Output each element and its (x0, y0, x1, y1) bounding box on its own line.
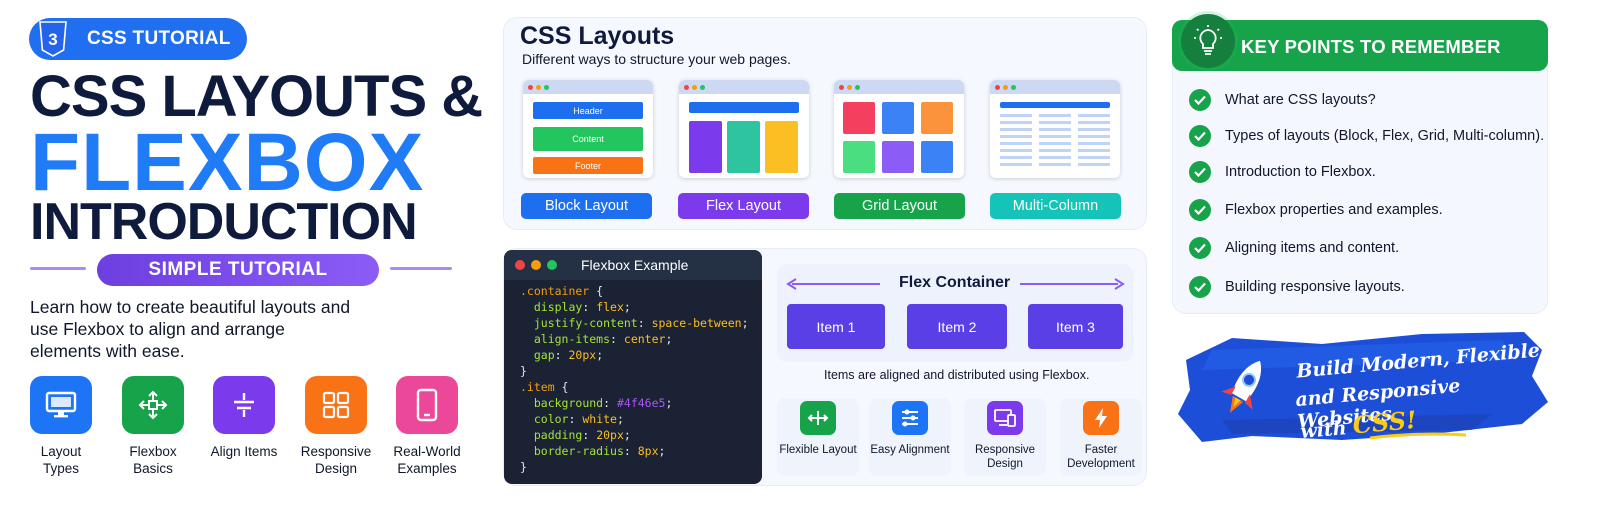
left-arrow (792, 283, 880, 285)
tile-label: Flexible Layout (779, 444, 857, 456)
feature-align-items[interactable]: Align Items (204, 376, 284, 460)
flex-item-3: Item 3 (1028, 304, 1123, 349)
feature-flexbox-basics[interactable]: Flexbox Basics (113, 376, 193, 477)
key-point-item: Types of layouts (Block, Flex, Grid, Mul… (1189, 125, 1544, 147)
badge-label: CSS TUTORIAL (87, 28, 231, 49)
tile-label: Faster Development (1067, 444, 1135, 470)
divider-left (30, 267, 86, 270)
brush-stroke-background (1178, 332, 1548, 442)
block-footer: Footer (533, 157, 643, 174)
key-point-item: Flexbox properties and examples. (1189, 199, 1443, 221)
key-point-text: Introduction to Flexbox. (1225, 164, 1376, 180)
tile-label: Responsive Design (974, 444, 1036, 470)
arrow-right-icon (1114, 278, 1125, 290)
lightning-icon (1083, 401, 1119, 435)
banner-line3-prefix: with (1299, 417, 1348, 444)
feature-real-world-examples[interactable]: Real-World Examples (387, 376, 467, 477)
flex-item-2: Item 2 (907, 304, 1007, 349)
feature-responsive-design[interactable]: Responsive Design (296, 376, 376, 477)
check-icon (1189, 237, 1211, 259)
align-lines-icon (892, 401, 928, 435)
tile-responsive-design: Responsive Design (964, 398, 1046, 476)
layouts-title: CSS Layouts (520, 22, 675, 50)
grid-layout-preview (834, 80, 964, 178)
cta-banner: Build Modern, Flexible and Responsive We… (1172, 330, 1550, 444)
tile-label: Easy Alignment (870, 444, 950, 456)
code-block: .container { display: flex; justify-cont… (520, 284, 749, 474)
minimize-dot-icon (531, 260, 541, 270)
css3-shield-icon: 3 (35, 19, 71, 59)
multi-column-preview (990, 80, 1120, 178)
underline-swash (1369, 432, 1467, 440)
block-layout-preview: Header Content Footer (523, 80, 653, 178)
code-panel-header: Flexbox Example (504, 250, 762, 280)
tile-faster-development: Faster Development (1060, 398, 1142, 476)
simple-tutorial-pill: SIMPLE TUTORIAL (97, 254, 379, 286)
code-panel: Flexbox Example .container { display: fl… (504, 250, 762, 484)
feature-label: Flexbox Basics (129, 444, 177, 476)
feature-layout-types[interactable]: Layout Types (21, 376, 101, 477)
right-arrow (1020, 283, 1118, 285)
feature-label: Align Items (210, 444, 278, 459)
css-tutorial-badge: 3 CSS TUTORIAL (29, 18, 247, 60)
divider-right (390, 267, 452, 270)
close-dot-icon (515, 260, 525, 270)
key-point-text: Types of layouts (Block, Flex, Grid, Mul… (1225, 128, 1545, 144)
code-panel-title: Flexbox Example (581, 257, 689, 273)
hero-description: Learn how to create beautiful layouts an… (30, 297, 351, 361)
key-point-item: Building responsive layouts. (1189, 276, 1405, 298)
lightbulb-icon (1181, 14, 1235, 68)
multi-column-button[interactable]: Multi-Column (990, 193, 1121, 219)
feature-label: Real-World Examples (393, 444, 461, 476)
key-point-text: Building responsive layouts. (1225, 279, 1405, 295)
check-icon (1189, 276, 1211, 298)
phone-icon (396, 376, 458, 434)
arrow-left-icon (786, 278, 797, 290)
maximize-dot-icon (547, 260, 557, 270)
hero-title-line1: CSS LAYOUTS & (30, 64, 483, 129)
tile-flexible-layout: Flexible Layout (777, 398, 859, 476)
feature-label: Responsive Design (300, 444, 372, 476)
check-icon (1189, 161, 1211, 183)
key-point-text: Flexbox properties and examples. (1225, 202, 1443, 218)
key-point-item: Aligning items and content. (1189, 237, 1399, 259)
flex-layout-preview (679, 80, 809, 178)
rocket-icon (1221, 360, 1261, 413)
block-layout-button[interactable]: Block Layout (521, 193, 652, 219)
arrows-move-icon (122, 376, 184, 434)
flex-arrows-icon (800, 401, 836, 435)
layouts-subtitle: Different ways to structure your web pag… (522, 51, 791, 67)
tile-easy-alignment: Easy Alignment (869, 398, 951, 476)
flex-item-1: Item 1 (787, 304, 885, 349)
key-points-title: KEY POINTS TO REMEMBER (1241, 36, 1501, 57)
grid-layout-button[interactable]: Grid Layout (834, 193, 965, 219)
hero-title-line3: INTRODUCTION (30, 193, 418, 251)
svg-text:3: 3 (48, 30, 57, 49)
feature-label: Layout Types (40, 444, 82, 476)
check-icon (1189, 89, 1211, 111)
flex-caption: Items are aligned and distributed using … (824, 368, 1090, 382)
flex-layout-button[interactable]: Flex Layout (678, 193, 809, 219)
key-point-text: What are CSS layouts? (1225, 92, 1376, 108)
key-point-item: What are CSS layouts? (1189, 89, 1376, 111)
block-content: Content (533, 127, 643, 151)
block-header: Header (533, 102, 643, 119)
flex-container-title: Flex Container (899, 274, 1011, 291)
align-icon (213, 376, 275, 434)
monitor-icon (30, 376, 92, 434)
hero-title-line2: FLEXBOX (30, 117, 425, 208)
check-icon (1189, 199, 1211, 221)
key-point-text: Aligning items and content. (1225, 240, 1400, 256)
key-points-header (1172, 20, 1548, 71)
key-point-item: Introduction to Flexbox. (1189, 161, 1376, 183)
check-icon (1189, 125, 1211, 147)
grid-icon (305, 376, 367, 434)
devices-icon (987, 401, 1023, 435)
